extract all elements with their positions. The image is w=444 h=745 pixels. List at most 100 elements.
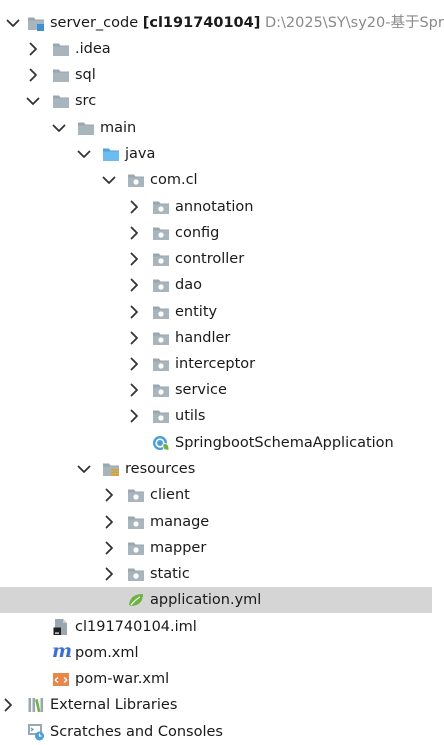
tree-node-dao[interactable]: dao bbox=[0, 272, 432, 298]
tree-node-interceptor[interactable]: interceptor bbox=[0, 351, 432, 377]
package-icon bbox=[127, 565, 145, 583]
tree-node-pom-war[interactable]: pom-war.xml bbox=[0, 666, 432, 692]
tree-node-entity[interactable]: entity bbox=[0, 299, 432, 325]
tree-node-label: config bbox=[175, 225, 220, 241]
chevron-right-icon[interactable] bbox=[25, 67, 41, 83]
chevron-right-icon[interactable] bbox=[126, 277, 142, 293]
tree-node-sql[interactable]: sql bbox=[0, 62, 432, 88]
tree-node-application-yml[interactable]: application.yml bbox=[0, 587, 432, 613]
tree-node-label: interceptor bbox=[175, 356, 256, 372]
tree-node-label: resources bbox=[125, 461, 196, 477]
chevron-right-icon[interactable] bbox=[25, 41, 41, 57]
chevron-right-icon[interactable] bbox=[101, 566, 117, 582]
tree-node-pom[interactable]: m pom.xml bbox=[0, 640, 432, 666]
package-icon bbox=[152, 250, 170, 268]
iml-file-icon bbox=[52, 618, 70, 636]
folder-icon bbox=[77, 119, 95, 137]
tree-node-label: .idea bbox=[75, 41, 111, 57]
tree-node-label: java bbox=[125, 146, 156, 162]
chevron-right-icon[interactable] bbox=[0, 697, 16, 713]
tree-node-service[interactable]: service bbox=[0, 377, 432, 403]
tree-node-client[interactable]: client bbox=[0, 482, 432, 508]
package-icon bbox=[152, 303, 170, 321]
tree-node-label: static bbox=[150, 566, 190, 582]
spring-leaf-icon bbox=[127, 591, 145, 609]
tree-node-java[interactable]: java bbox=[0, 141, 432, 167]
chevron-right-icon[interactable] bbox=[126, 408, 142, 424]
chevron-right-icon[interactable] bbox=[126, 304, 142, 320]
package-icon bbox=[152, 198, 170, 216]
tree-node-label: main bbox=[100, 120, 137, 136]
tree-node-label: application.yml bbox=[150, 592, 262, 608]
tree-node-label: com.cl bbox=[150, 172, 198, 188]
chevron-right-icon[interactable] bbox=[101, 487, 117, 503]
tree-node-label: Scratches and Consoles bbox=[50, 724, 223, 740]
folder-icon bbox=[52, 40, 70, 58]
spring-boot-class-icon bbox=[152, 434, 170, 452]
chevron-down-icon[interactable] bbox=[76, 146, 92, 162]
tree-node-resources[interactable]: resources bbox=[0, 456, 432, 482]
chevron-right-icon[interactable] bbox=[101, 540, 117, 556]
tree-node-label: SpringbootSchemaApplication bbox=[175, 435, 394, 451]
folder-icon bbox=[52, 92, 70, 110]
tree-node-mapper[interactable]: mapper bbox=[0, 535, 432, 561]
tree-node-external-libraries[interactable]: External Libraries bbox=[0, 692, 432, 718]
tree-node-label: sql bbox=[75, 67, 96, 83]
package-icon bbox=[127, 539, 145, 557]
scratches-icon bbox=[27, 723, 45, 741]
package-icon bbox=[152, 355, 170, 373]
package-icon bbox=[152, 224, 170, 242]
tree-node-label: dao bbox=[175, 277, 202, 293]
tree-node-config[interactable]: config bbox=[0, 220, 432, 246]
tree-node-label: controller bbox=[175, 251, 245, 267]
tree-node-app-class[interactable]: SpringbootSchemaApplication bbox=[0, 430, 432, 456]
tree-node-annotation[interactable]: annotation bbox=[0, 194, 432, 220]
tree-node-idea[interactable]: .idea bbox=[0, 36, 432, 62]
tree-node-root[interactable]: server_code [cl191740104] D:\2025\SY\sy2… bbox=[0, 10, 444, 36]
chevron-right-icon[interactable] bbox=[126, 356, 142, 372]
root-path: D:\2025\SY\sy20-基于Spr bbox=[264, 15, 444, 31]
chevron-down-icon[interactable] bbox=[101, 172, 117, 188]
root-label: server_code [cl191740104] D:\2025\SY\sy2… bbox=[50, 14, 444, 32]
chevron-right-icon[interactable] bbox=[101, 514, 117, 530]
tree-node-label: pom.xml bbox=[75, 645, 139, 661]
chevron-down-icon[interactable] bbox=[51, 120, 67, 136]
package-icon bbox=[152, 407, 170, 425]
tree-node-src[interactable]: src bbox=[0, 88, 432, 114]
package-icon bbox=[152, 329, 170, 347]
tree-node-scratches[interactable]: Scratches and Consoles bbox=[0, 719, 432, 745]
libraries-icon bbox=[27, 696, 45, 714]
chevron-down-icon[interactable] bbox=[76, 461, 92, 477]
chevron-right-icon[interactable] bbox=[126, 330, 142, 346]
tree-node-label: mapper bbox=[150, 540, 207, 556]
tree-node-static[interactable]: static bbox=[0, 561, 432, 587]
chevron-right-icon[interactable] bbox=[126, 225, 142, 241]
tree-node-main[interactable]: main bbox=[0, 115, 432, 141]
tree-node-controller[interactable]: controller bbox=[0, 246, 432, 272]
tree-node-com-cl[interactable]: com.cl bbox=[0, 167, 432, 193]
tree-node-label: cl191740104.iml bbox=[75, 619, 197, 635]
package-icon bbox=[127, 513, 145, 531]
tree-node-label: service bbox=[175, 382, 227, 398]
chevron-down-icon[interactable] bbox=[5, 15, 21, 31]
chevron-down-icon[interactable] bbox=[25, 93, 41, 109]
tree-node-label: annotation bbox=[175, 199, 254, 215]
package-icon bbox=[127, 486, 145, 504]
maven-icon: m bbox=[52, 640, 73, 662]
module-folder-icon bbox=[27, 14, 45, 32]
toolbar-edge bbox=[0, 0, 432, 6]
tree-node-label: External Libraries bbox=[50, 697, 178, 713]
tree-node-iml[interactable]: cl191740104.iml bbox=[0, 614, 432, 640]
chevron-right-icon[interactable] bbox=[126, 199, 142, 215]
tree-node-manage[interactable]: manage bbox=[0, 509, 432, 535]
resources-folder-icon bbox=[102, 460, 120, 478]
package-icon bbox=[152, 276, 170, 294]
chevron-right-icon[interactable] bbox=[126, 251, 142, 267]
tree-node-label: manage bbox=[150, 514, 210, 530]
tree-node-utils[interactable]: utils bbox=[0, 403, 432, 429]
root-module: [cl191740104] bbox=[142, 15, 261, 31]
tree-node-handler[interactable]: handler bbox=[0, 325, 432, 351]
tree-node-label: pom-war.xml bbox=[75, 671, 170, 687]
chevron-right-icon[interactable] bbox=[126, 382, 142, 398]
